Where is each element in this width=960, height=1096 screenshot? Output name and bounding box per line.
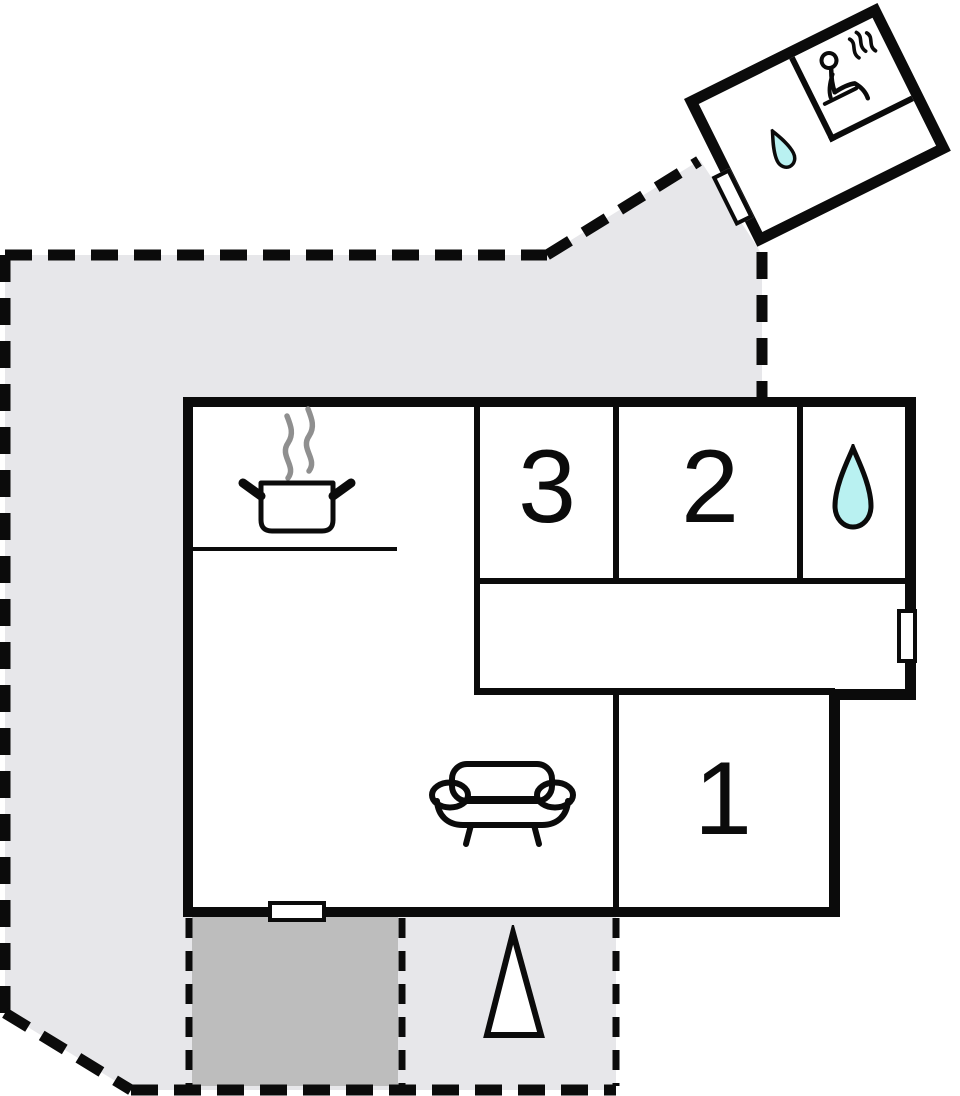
steam-icon [854,30,868,54]
plot-area [5,160,762,1090]
interior-wall-living-room1 [613,695,619,912]
sofa-icon [429,761,576,847]
water-drop-icon-sauna [770,126,797,169]
pot-body [258,480,336,534]
sauna-person-icon [819,30,878,106]
steam-icon [847,37,861,60]
hallway [480,584,905,688]
interior-wall-rooms-bottom [474,578,911,584]
door-marker-bottom-wall [268,901,326,922]
interior-wall-room3-left [474,397,480,695]
interior-wall-room3-room2 [613,397,619,584]
sofa-leg-left [463,822,474,847]
wall-bottom [183,907,840,917]
pot-handle-right [328,478,356,501]
sofa-seat-front [434,798,571,828]
sofa-armrest-left [429,779,471,811]
sauna-building [684,2,951,247]
person-leg [832,81,871,101]
room-3-label: 3 [518,428,576,545]
wall-step [829,689,916,700]
wall-left [183,397,193,917]
sauna-room [789,17,914,143]
cooking-pot-icon [238,406,356,534]
person-arm [827,72,835,100]
steam-icon [864,31,878,53]
sofa-armrest-right [534,779,576,811]
plot-border-diagonal-top [544,156,702,260]
water-drop-icon-bathroom [832,444,874,530]
interior-wall-hallway-bottom [474,688,835,695]
plot-border-diagonal-bottom [2,1008,134,1095]
pot-handle-left [238,478,266,501]
sofa-leg-right [531,822,542,847]
north-arrow-icon [483,925,545,1038]
steam-icon [282,413,295,481]
steam-icon [303,406,316,474]
sauna-bench-line [822,86,859,106]
wall-right-upper-below-door [905,663,916,700]
door-marker-right-wall [897,609,917,663]
interior-wall-room2-bathroom [797,397,803,584]
terrace [192,914,398,1086]
wall-right-lower [829,689,840,917]
kitchen-counter-line [193,547,397,551]
room-2-label: 2 [681,428,739,545]
wall-top [183,397,916,407]
room-1-label: 1 [694,740,752,857]
person-head [819,51,839,71]
wall-right-upper-above-door [905,397,916,609]
